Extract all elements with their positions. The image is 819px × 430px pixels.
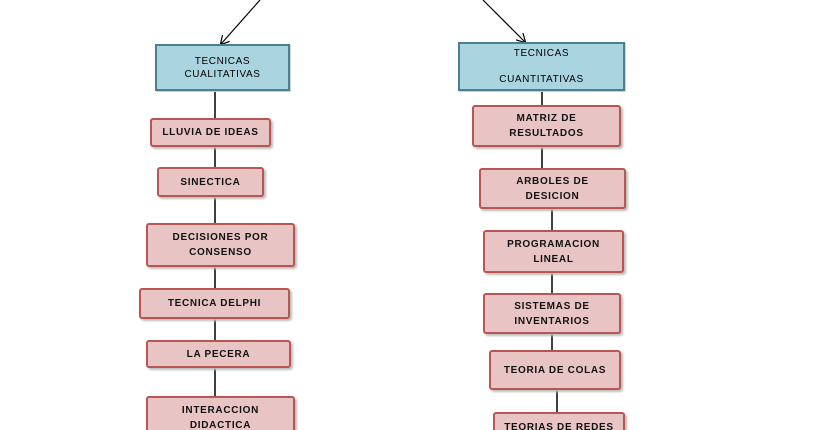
node-tecnica-delphi: TECNICA DELPHI bbox=[139, 288, 290, 319]
node-sistemas-de-inventarios: SISTEMAS DE INVENTARIOS bbox=[483, 293, 621, 334]
arrow-to-right-header bbox=[482, 0, 525, 42]
node-sinectica: SINECTICA bbox=[157, 167, 264, 197]
node-la-pecera: LA PECERA bbox=[146, 340, 291, 368]
node-arboles-de-desicion: ARBOLES DE DESICION bbox=[479, 168, 626, 209]
node-interaccion-didactica: INTERACCION DIDACTICA bbox=[146, 396, 295, 430]
node-decisiones-por-consenso: DECISIONES POR CONSENSO bbox=[146, 223, 295, 267]
header-tecnicas-cualitativas: TECNICAS CUALITATIVAS bbox=[155, 44, 290, 91]
node-programacion-lineal: PROGRAMACION LINEAL bbox=[483, 230, 624, 273]
arrow-to-left-header bbox=[221, 0, 261, 44]
header-tecnicas-cuantitativas: TECNICAS CUANTITATIVAS bbox=[458, 42, 625, 91]
node-teoria-de-colas: TEORIA DE COLAS bbox=[489, 350, 621, 390]
node-teorias-de-redes: TEORIAS DE REDES bbox=[493, 412, 625, 430]
node-matriz-de-resultados: MATRIZ DE RESULTADOS bbox=[472, 105, 621, 147]
node-lluvia-de-ideas: LLUVIA DE IDEAS bbox=[150, 118, 271, 147]
